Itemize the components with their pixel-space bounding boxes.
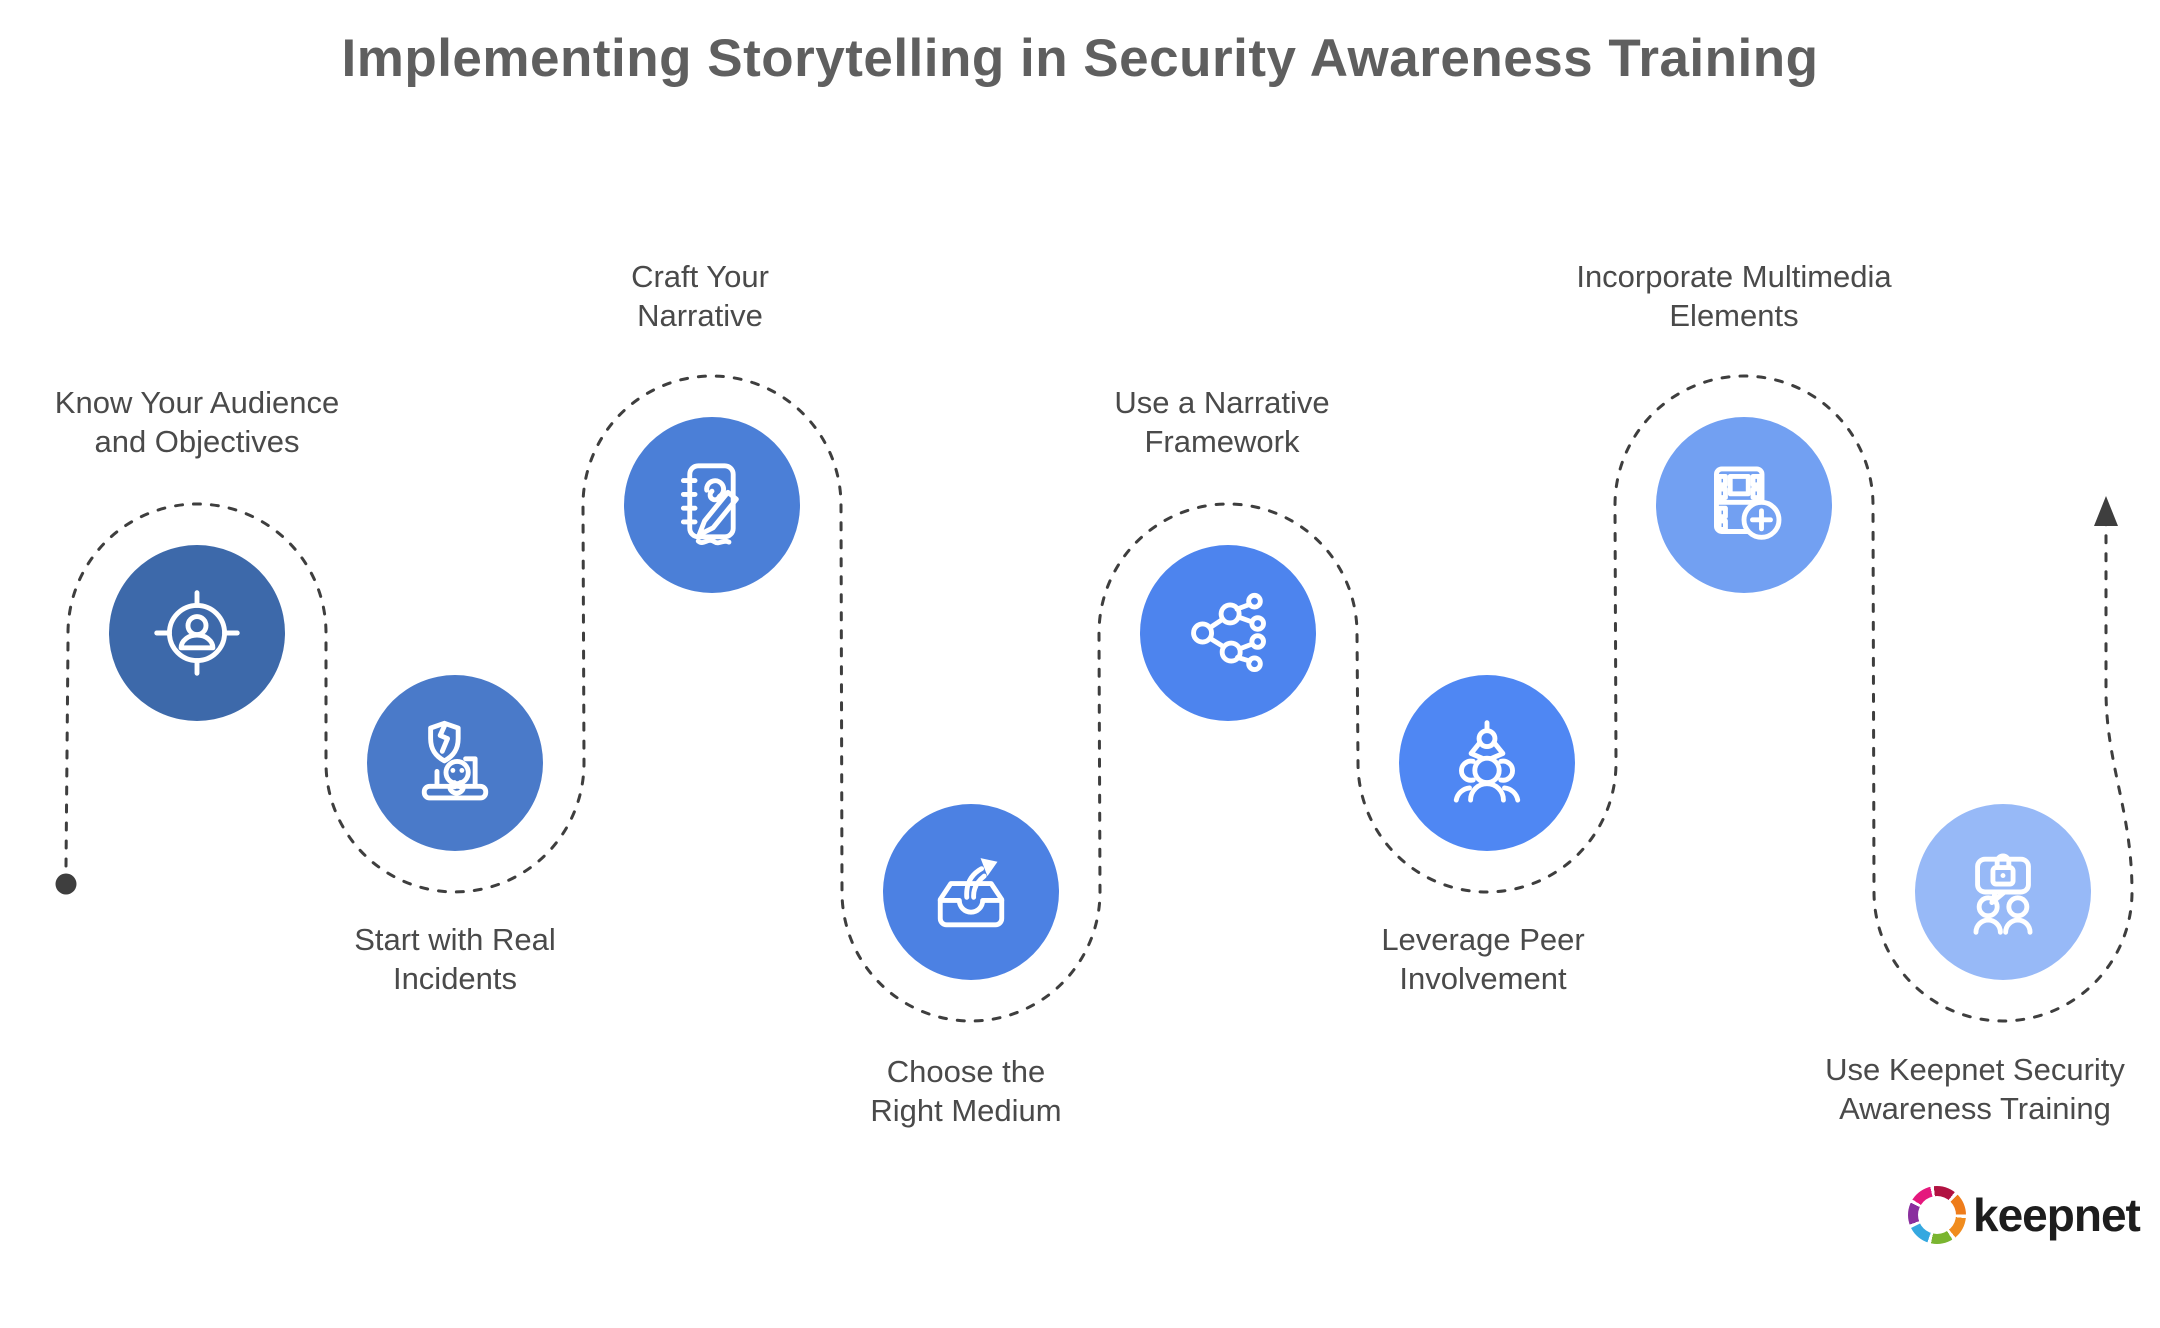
dashed-serpentine-path <box>64 374 2134 1023</box>
step-label-7: Incorporate Multimedia Elements <box>1504 257 1964 335</box>
step-label-line: Incidents <box>392 961 518 996</box>
step-label-6: Leverage Peer Involvement <box>1253 920 1713 998</box>
step-label-line: Use Keepnet Security <box>1825 1052 2125 1087</box>
step-label-line: Craft Your <box>631 259 769 294</box>
step-label-line: Incorporate Multimedia <box>1576 259 1892 294</box>
step-label-4: Choose the Right Medium <box>736 1052 1196 1130</box>
secure-chat-people-icon <box>1973 853 2033 935</box>
target-audience-icon <box>154 590 240 676</box>
keepnet-logo: keepnet <box>1908 1186 2141 1244</box>
step-label-line: Involvement <box>1399 961 1567 996</box>
step-circle-8 <box>1915 804 2091 980</box>
step-label-line: Narrative <box>637 298 763 333</box>
step-label-line: Know Your Audience <box>54 385 340 420</box>
step-circle-6 <box>1399 675 1575 851</box>
path-start-dot <box>55 873 77 895</box>
step-label-line: Leverage Peer <box>1381 922 1585 957</box>
step-circle-2 <box>367 675 543 851</box>
step-label-line: Elements <box>1669 298 1799 333</box>
branch-network-icon <box>1191 592 1266 673</box>
keepnet-logo-text: keepnet <box>1973 1189 2141 1241</box>
step-label-2: Start with Real Incidents <box>225 920 685 998</box>
claw-people-icon <box>1453 720 1521 803</box>
step-label-line: Right Medium <box>870 1093 1062 1128</box>
step-label-line: Framework <box>1144 424 1300 459</box>
page-title: Implementing Storytelling in Security Aw… <box>341 29 1819 88</box>
step-label-line: Start with Real <box>354 922 556 957</box>
step-label-8: Use Keepnet Security Awareness Training <box>1745 1050 2160 1128</box>
step-label-line: and Objectives <box>94 424 300 459</box>
notebook-pen-icon <box>680 463 739 546</box>
step-circle-7 <box>1656 417 1832 593</box>
step-circle-1 <box>109 545 285 721</box>
film-strip-plus-icon <box>1714 466 1782 540</box>
outbox-arrow-icon <box>937 858 1005 928</box>
step-label-line: Awareness Training <box>1839 1091 2111 1126</box>
keepnet-logo-ring-icon <box>1908 1186 1966 1244</box>
path-end-arrow-icon <box>2094 496 2118 526</box>
breach-skull-laptop-icon <box>421 720 489 801</box>
step-circle-4 <box>883 804 1059 980</box>
step-label-line: Choose the <box>886 1054 1046 1089</box>
step-label-3: Craft Your Narrative <box>470 257 930 335</box>
step-label-1: Know Your Audience and Objectives <box>0 383 427 461</box>
step-label-line: Use a Narrative <box>1114 385 1330 420</box>
step-circle-3 <box>624 417 800 593</box>
step-label-5: Use a Narrative Framework <box>992 383 1452 461</box>
step-circle-5 <box>1140 545 1316 721</box>
